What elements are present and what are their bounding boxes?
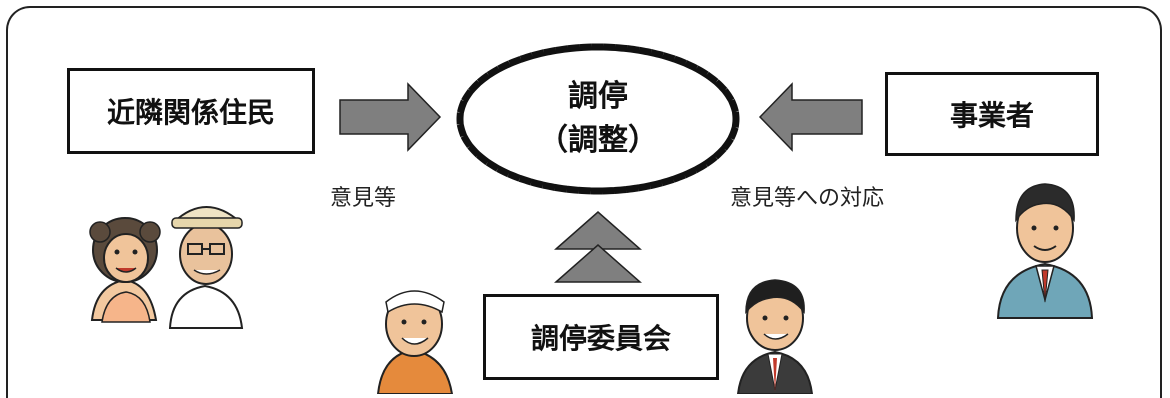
mediation-node: 調停 （調整） [480, 66, 716, 172]
arrow-up-upper [554, 211, 642, 250]
arrow-business-to-mediation [758, 82, 863, 152]
committee-member-right-illustration [736, 279, 814, 394]
mediation-dotted-ellipse [456, 43, 740, 195]
mediation-sub-label: （調整） [538, 123, 658, 158]
opinions-label: 意見等 [330, 186, 397, 211]
mediation-label: 調停 [568, 79, 628, 114]
business-box: 事業者 [885, 72, 1099, 156]
business-label: 事業者 [949, 99, 1034, 132]
residents-label: 近隣関係住民 [106, 96, 275, 129]
businessman-illustration [996, 183, 1094, 319]
residents-box: 近隣関係住民 [67, 68, 315, 154]
response-label: 意見等への対応 [730, 186, 885, 211]
arrow-residents-to-mediation [339, 82, 442, 152]
diagram-frame [6, 6, 1162, 398]
arrow-up-lower [554, 244, 642, 283]
committee-member-left-illustration [376, 290, 454, 394]
residents-couple-illustration [89, 206, 244, 329]
committee-label: 調停委員会 [530, 322, 671, 355]
committee-box: 調停委員会 [483, 294, 719, 380]
